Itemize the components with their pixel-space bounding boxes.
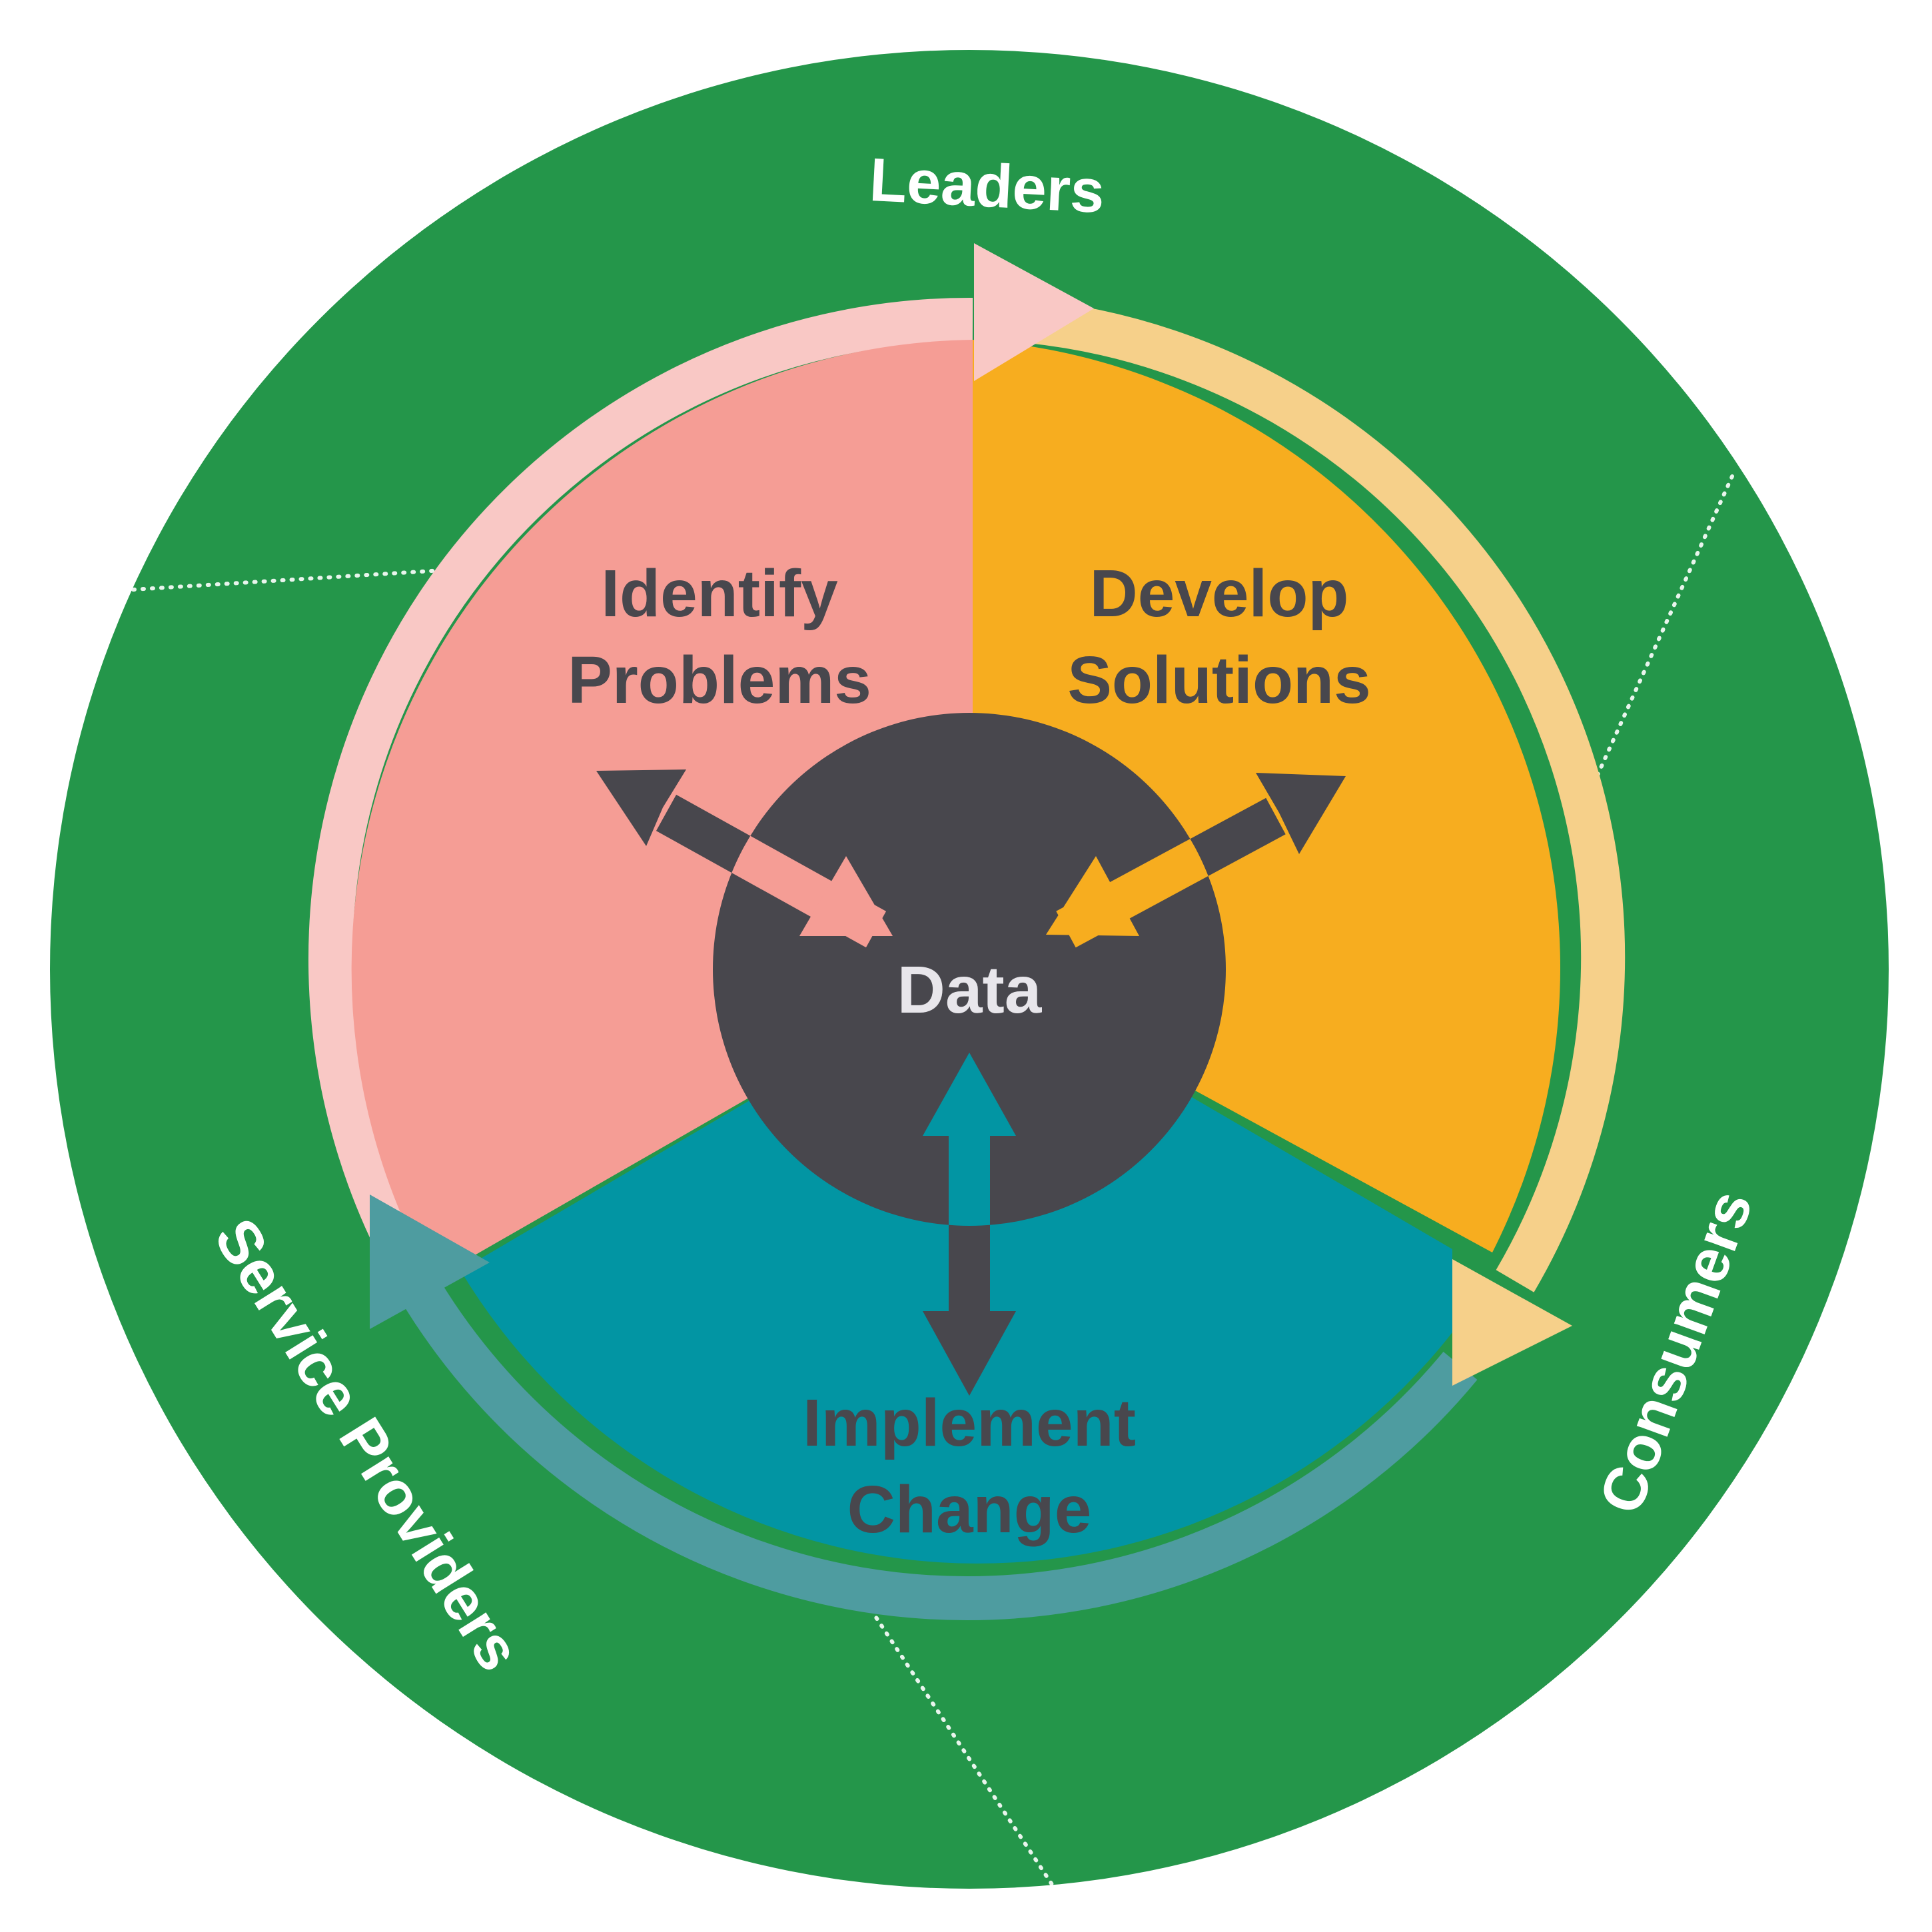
separator-left [131, 568, 455, 592]
cycle-arrow-develop [1027, 299, 1626, 1292]
separator-right [1594, 474, 1734, 781]
arrow-implement-outer-head [923, 1311, 1016, 1396]
label-data: Data [897, 953, 1043, 1027]
separator-bottom [864, 1600, 1055, 1887]
cycle-arrowheads [370, 243, 1572, 1386]
label-develop-line2: Solutions [1067, 643, 1371, 718]
data-hub [713, 713, 1226, 1226]
arrow-identify-outer-head [596, 769, 686, 846]
cycle-arrow-implement [390, 1261, 1478, 1621]
hub-arrows-inside [713, 794, 1226, 1226]
label-identify-line1: Identify [601, 556, 838, 631]
label-identify-line2: Problems [568, 643, 871, 718]
stakeholder-separators [131, 474, 1734, 1887]
label-implement-line1: Implement [803, 1386, 1136, 1460]
arrowhead-identify [974, 243, 1094, 381]
label-develop-line1: Develop [1089, 556, 1348, 631]
arrowhead-implement [370, 1195, 490, 1329]
label-implement-line2: Change [847, 1472, 1092, 1547]
arrow-develop-outer-head [1256, 773, 1346, 854]
cycle-arrow-identify [308, 297, 973, 1278]
cycle-arrows [308, 297, 1626, 1621]
arrowhead-develop [1452, 1259, 1572, 1386]
label-leaders: Leaders [868, 146, 1107, 226]
